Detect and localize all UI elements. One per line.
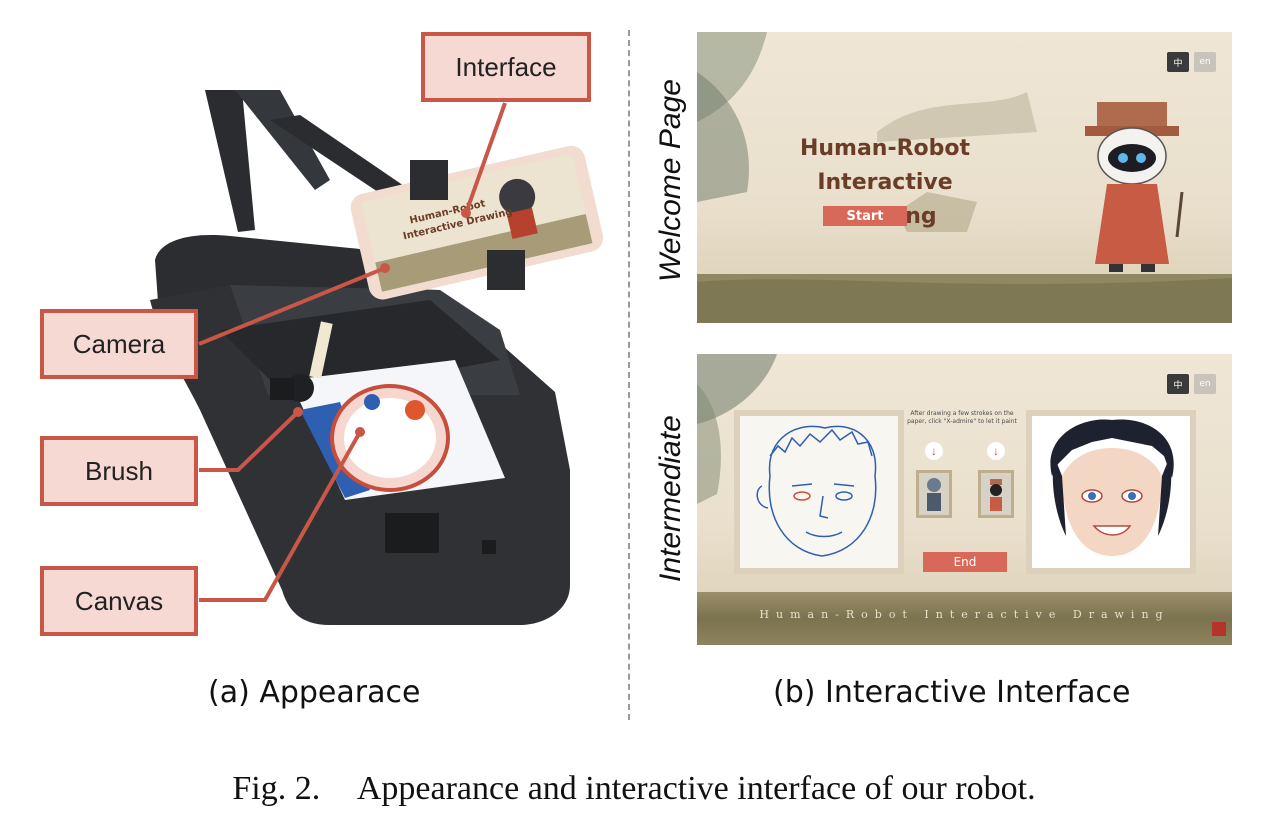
intermediate-screen: 中 en After drawing a few strokes on the … <box>697 354 1232 645</box>
arrow-down-icon: ↓ <box>925 442 943 460</box>
interface-callout: Interface <box>421 32 591 102</box>
start-button[interactable]: Start <box>823 206 907 226</box>
brush-callout: Brush <box>40 436 198 506</box>
panel-divider <box>628 30 630 720</box>
welcome-page-label: Welcome Page <box>654 79 687 282</box>
user-sketch-frame <box>734 410 904 574</box>
end-button[interactable]: End <box>923 552 1007 572</box>
canvas-callout: Canvas <box>40 566 198 636</box>
seal-stamp <box>1212 622 1226 636</box>
robot-thumbnail[interactable] <box>978 470 1014 518</box>
brush-leader-line <box>199 410 300 472</box>
face-sketch <box>756 425 877 557</box>
arrow-down-icon: ↓ <box>987 442 1005 460</box>
canvas-leader-line <box>199 431 362 602</box>
figure-caption-text: Appearance and interactive interface of … <box>356 770 1036 807</box>
footer-title: Human-Robot Interactive Drawing <box>759 608 1170 621</box>
generated-portrait-frame <box>1026 410 1196 574</box>
subcaption-a: (a) Appearace <box>208 675 421 710</box>
intermediate-landscape-background <box>697 354 777 504</box>
lang-zh-button[interactable]: 中 <box>1167 374 1189 394</box>
figure-number: Fig. 2. <box>232 770 321 807</box>
portrait-thumbnail[interactable] <box>916 470 952 518</box>
camera-callout: Camera <box>40 309 198 379</box>
instruction-hint: After drawing a few strokes on the paper… <box>907 410 1017 425</box>
welcome-title-line1: Human-Robot <box>799 136 971 161</box>
camera-leader-line <box>198 266 386 346</box>
welcome-landscape-background <box>697 32 1232 323</box>
interface-leader-line <box>464 102 507 214</box>
footer-band <box>697 592 1232 645</box>
lang-en-button[interactable]: en <box>1194 374 1216 394</box>
lang-zh-button[interactable]: 中 <box>1167 52 1189 72</box>
appearance-panel: Human-Robot Interactive Drawing Interfac… <box>0 0 630 740</box>
welcome-screen: 中 en Human-Robot Interactive Drawing Sta… <box>697 32 1232 323</box>
robot-device-illustration: Human-Robot Interactive Drawing <box>150 90 604 625</box>
lang-en-button[interactable]: en <box>1194 52 1216 72</box>
figure-caption: Fig. 2. Appearance and interactive inter… <box>0 770 1268 808</box>
subcaption-b: (b) Interactive Interface <box>773 675 1131 710</box>
intermediate-page-label: Intermediate <box>654 415 687 582</box>
anime-portrait <box>1032 416 1190 568</box>
